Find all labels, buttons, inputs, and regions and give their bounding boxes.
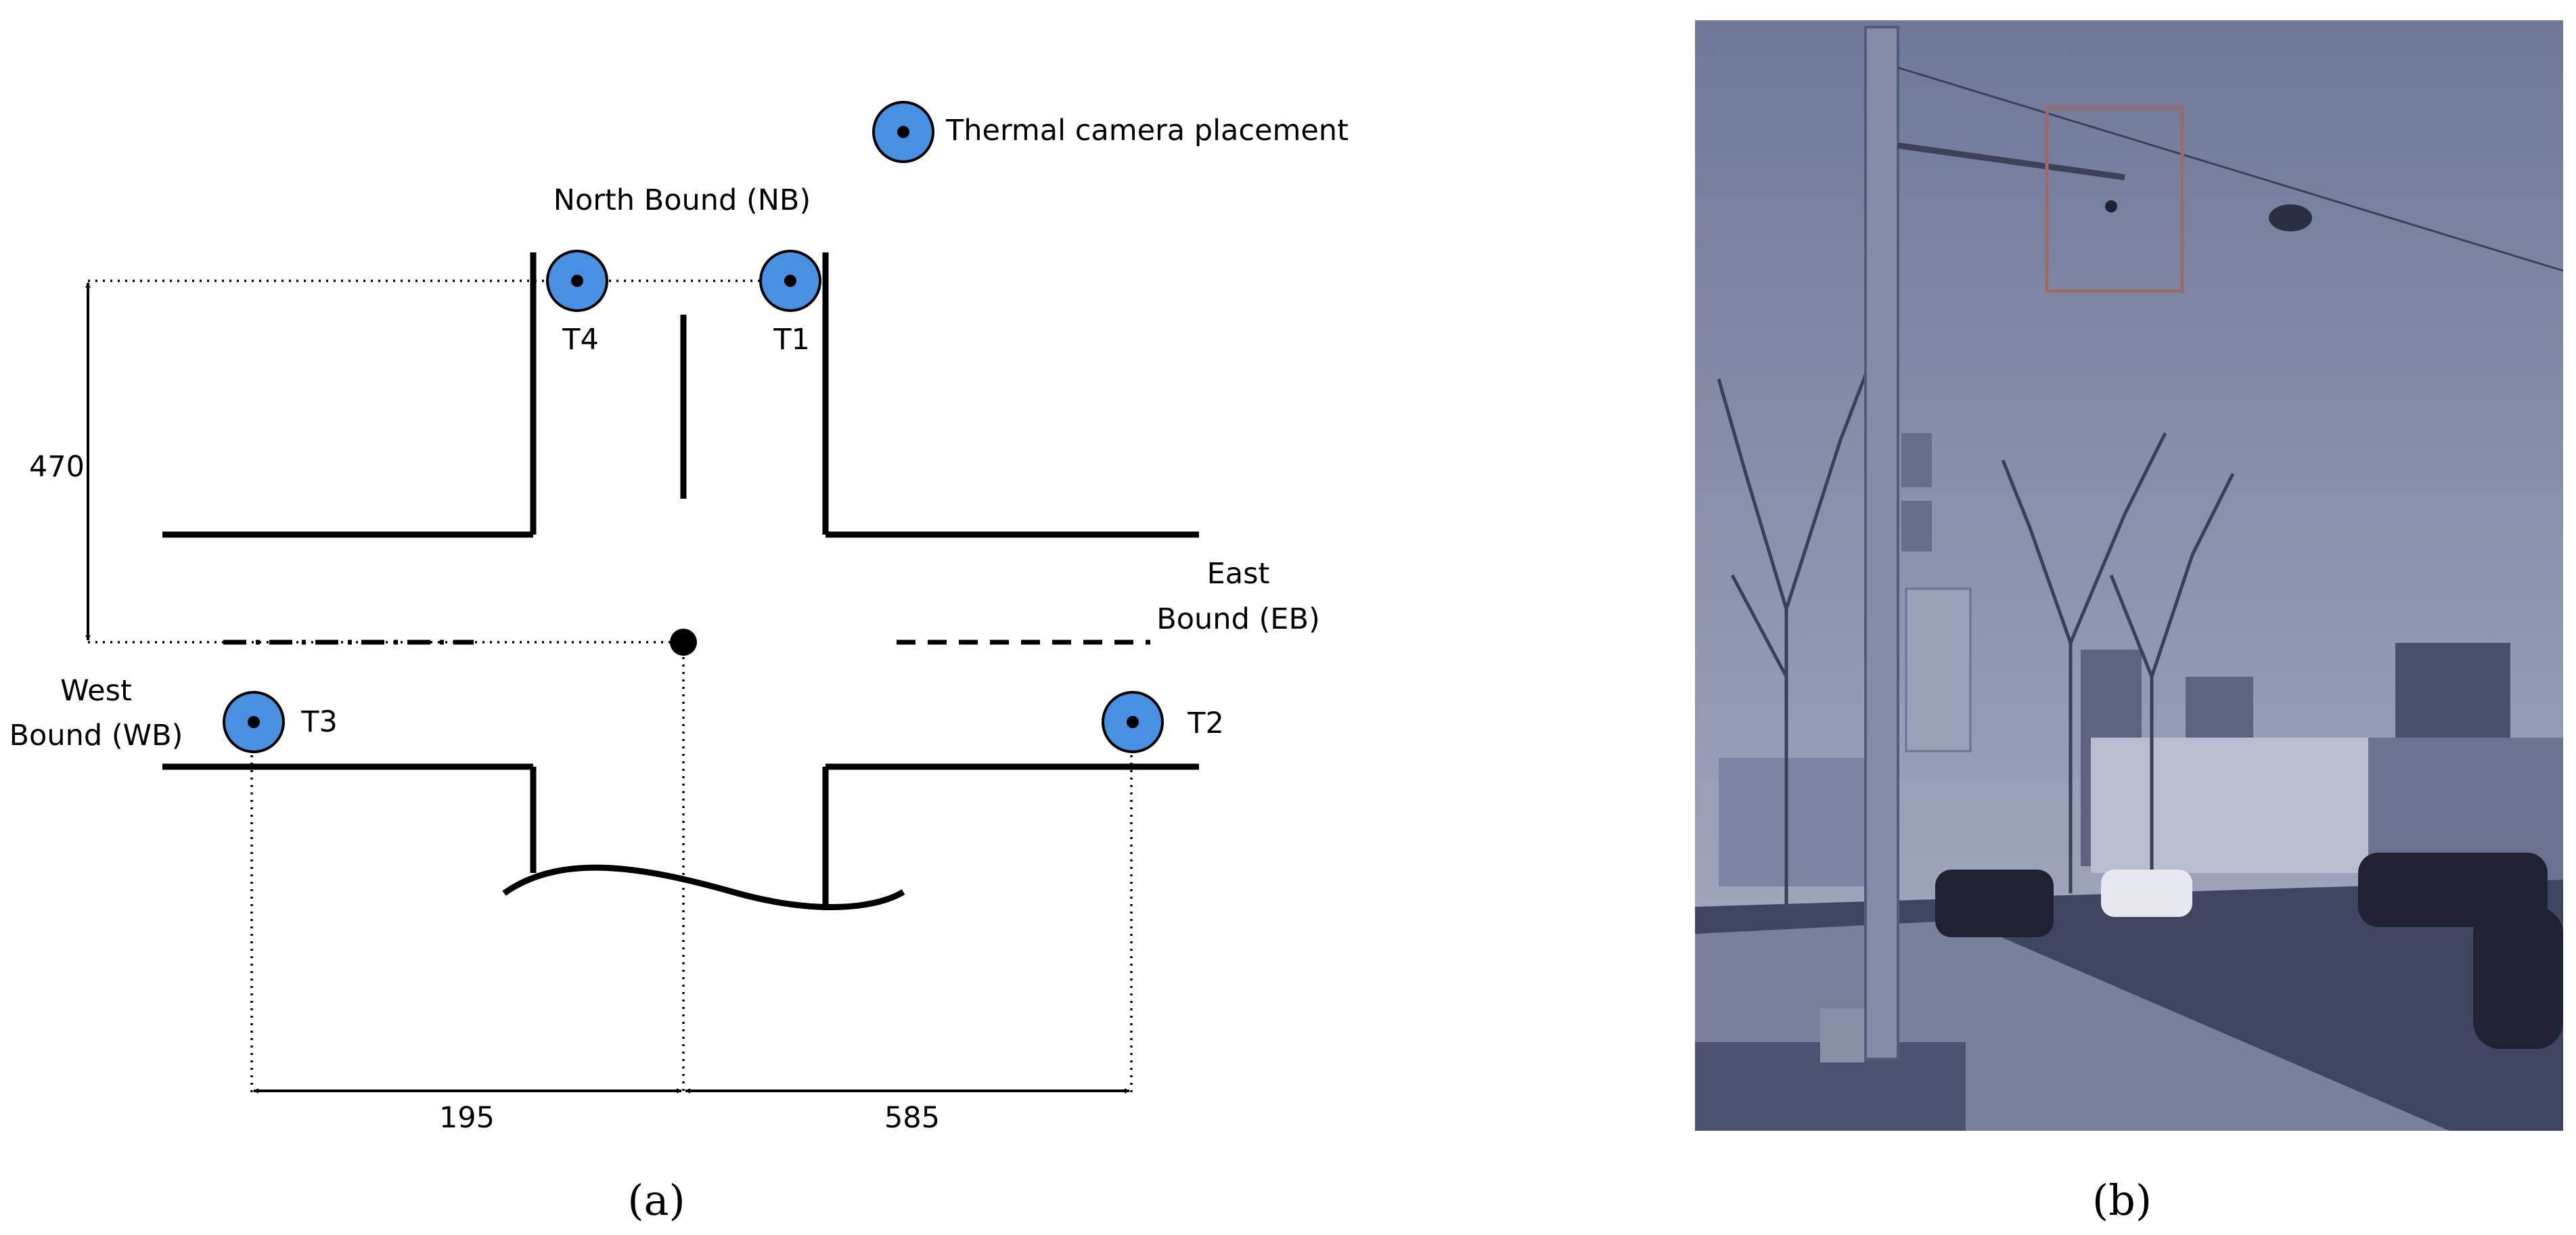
camera-highlight-box [2045,106,2184,293]
camera-t4: T4 [546,250,608,357]
camera-t1: T1 [759,250,821,357]
west-bound-label-line2: Bound (WB) [9,719,183,753]
legend-label: Thermal camera placement [945,114,1349,148]
road-outline [162,252,1199,910]
north-bound-label: North Bound (NB) [553,183,811,217]
camera-label-t3: T3 [300,705,338,739]
dimension-arrows [85,282,1130,1094]
camera-label-t1: T1 [773,323,810,357]
legend: Thermal camera placement [872,101,1349,163]
right-dimension-label: 585 [884,1101,940,1135]
caption-b: (b) [2092,1175,2152,1225]
dotted-reference-lines [88,279,1133,1093]
west-bound-label-line1: West [60,674,132,708]
intersection-center-point [670,629,697,656]
camera-label-t4: T4 [562,323,599,357]
photo-cars [1935,853,2563,1049]
south-break-curve [502,864,905,910]
photo-trees [1717,351,2235,947]
camera-label-t2: T2 [1187,706,1224,740]
left-dimension-label: 195 [439,1101,495,1135]
photo-buildings [1719,643,2563,886]
street-lamp [2269,204,2312,231]
camera-t2: T2 [1102,691,1224,753]
photo-pole [1864,26,1899,1060]
thermal-camera-device [2105,200,2117,212]
caption-a: (a) [627,1175,685,1225]
east-bound-label-line2: Bound (EB) [1156,602,1320,636]
east-bound-label-line1: East [1207,557,1270,591]
vertical-dimension-label: 470 [29,450,85,484]
panel-b-photo: (b) [1695,20,2564,1225]
camera-t3: T3 [223,691,338,753]
panel-a-diagram: Thermal camera placement North Bound (NB… [9,101,1349,1225]
